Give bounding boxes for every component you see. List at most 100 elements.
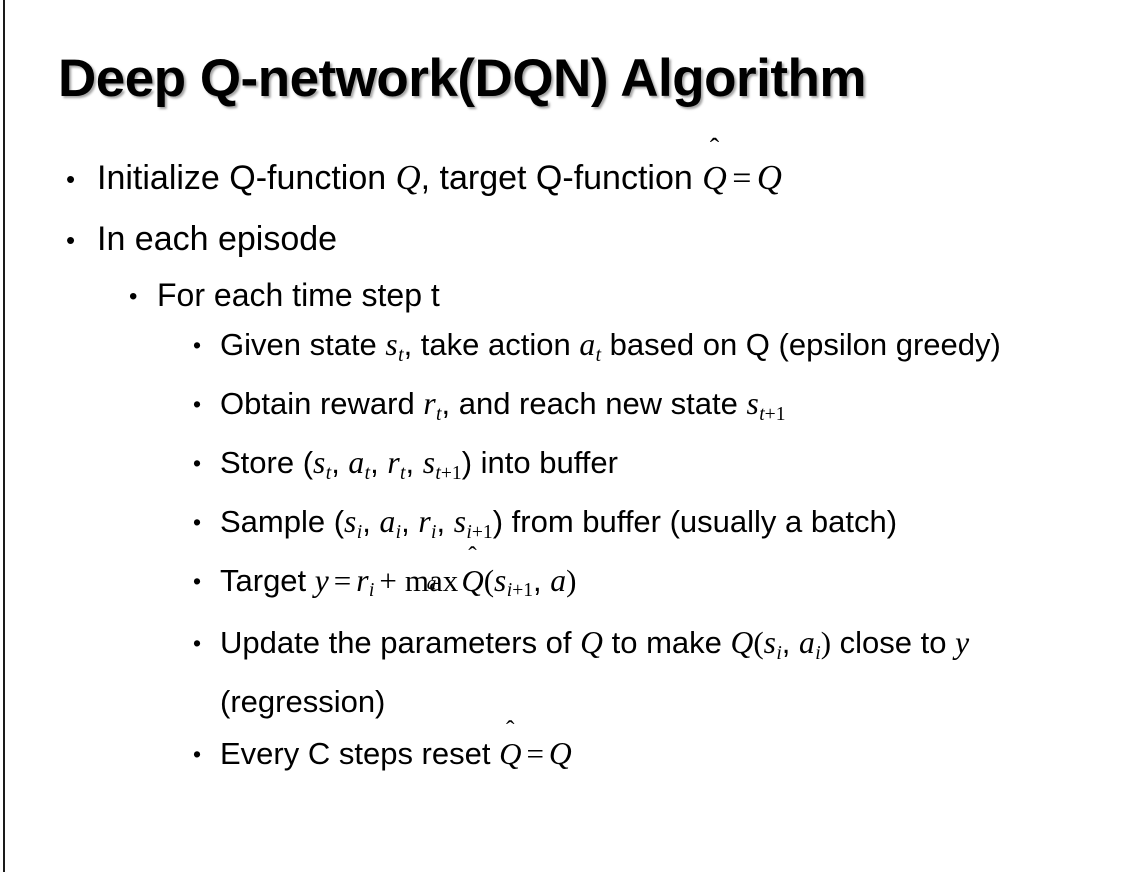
math-subscript-offset: +1	[440, 462, 462, 484]
bullet-target-equation-text: Target y=ri+maxâQ(si+1, a)	[220, 557, 1090, 616]
math-symbol: s	[763, 625, 776, 661]
math-q: Q	[548, 736, 572, 772]
bullet-marker-icon: •	[193, 390, 202, 417]
bullet-marker-icon: •	[193, 630, 202, 657]
math-subscript: t	[364, 462, 371, 484]
math-subscript: t	[325, 462, 332, 484]
bullet-obtain-reward-text: Obtain reward rt, and reach new state st…	[220, 380, 1090, 439]
math-tuple-r: rt	[387, 444, 405, 484]
math-symbol: a	[799, 625, 815, 661]
math-symbol: a	[579, 327, 596, 362]
page-title: Deep Q-network(DQN) Algorithm	[58, 49, 866, 108]
bullet-marker-icon: •	[129, 283, 138, 310]
math-q-base: Q	[499, 736, 522, 772]
bullet-initialize: • Initialize Q-function Q, target Q-func…	[0, 148, 1124, 209]
math-q-target: Q	[756, 158, 782, 197]
math-paren-close: )	[820, 625, 832, 661]
math-subscript: t	[595, 344, 602, 366]
bullet-marker-icon: •	[193, 567, 202, 594]
bullet-initialize-text: Initialize Q-function Q, target Q-functi…	[97, 148, 1094, 209]
math-q-hat: ̂Q	[702, 149, 727, 209]
bullet-marker-icon: •	[193, 449, 202, 476]
math-subscript-offset: +1	[471, 521, 493, 543]
math-symbol: s	[494, 562, 507, 598]
math-subscript: t+1	[435, 462, 462, 484]
math-paren-close: )	[566, 562, 577, 598]
math-subscript: i	[356, 521, 363, 543]
math-symbol: a	[348, 444, 365, 480]
bullet-sample-buffer-text: Sample (si, ai, ri, si+1) from buffer (u…	[220, 498, 1090, 557]
text-fragment: ) into buffer	[461, 444, 618, 480]
text-fragment: close to	[831, 625, 956, 661]
math-action-a: ai	[799, 625, 821, 664]
math-subscript-offset: +1	[764, 403, 786, 425]
math-q: Q	[580, 625, 603, 661]
math-q-applied: Q	[730, 625, 754, 661]
text-fragment: ,	[362, 503, 380, 539]
bullet-marker-icon: •	[193, 741, 202, 768]
math-reward-r: ri	[356, 563, 375, 602]
text-fragment: Store (	[220, 444, 314, 480]
math-max-label: max	[404, 562, 459, 598]
bullet-reset-target-network: • Every C steps reset ̂Q=Q	[0, 730, 1124, 778]
math-q-base: Q	[702, 160, 727, 197]
slide-body: • Initialize Q-function Q, target Q-func…	[0, 148, 1124, 778]
math-tuple-a: ai	[379, 503, 401, 543]
bullet-for-each-time-step-text: For each time step t	[157, 277, 440, 313]
bullet-store-buffer-text: Store (st, at, rt, st+1) into buffer	[220, 439, 1090, 498]
math-tuple-s-next: st+1	[423, 445, 462, 484]
text-fragment: , take action	[403, 327, 580, 362]
math-q: Q	[395, 158, 421, 197]
text-fragment: Sample (	[220, 503, 345, 539]
text-fragment: ,	[436, 503, 454, 539]
bullet-marker-icon: •	[193, 332, 202, 358]
text-fragment: ) from buffer (usually a batch)	[492, 503, 898, 539]
math-tuple-s-next: si+1	[453, 503, 493, 543]
math-y: y	[314, 562, 329, 598]
math-tuple-r: ri	[418, 504, 436, 543]
math-symbol: r	[423, 385, 436, 421]
math-action-a: a	[550, 562, 567, 598]
bullet-store-buffer: • Store (st, at, rt, st+1) into buffer	[0, 439, 1124, 498]
math-symbol: a	[379, 503, 396, 539]
text-fragment: ,	[405, 444, 423, 480]
bullet-in-each-episode: • In each episode	[0, 209, 1124, 269]
text-fragment: to make	[602, 625, 731, 661]
text-fragment: ,	[401, 503, 419, 539]
bullet-target-equation: • Target y=ri+maxâQ(si+1, a)	[0, 557, 1124, 616]
bullet-update-parameters: • Update the parameters of Q to make Q(s…	[0, 619, 1124, 726]
bullet-in-each-episode-text: In each episode	[97, 220, 338, 258]
math-symbol: s	[746, 385, 759, 421]
bullet-given-state: • Given state st, take action at based o…	[0, 321, 1124, 380]
math-subscript: i	[815, 643, 821, 665]
text-fragment: Every C steps reset	[220, 736, 500, 772]
text-fragment: Target	[220, 562, 315, 598]
math-tuple-s: si	[344, 503, 362, 543]
math-symbol: r	[387, 444, 400, 480]
bullet-reset-target-network-text: Every C steps reset ̂Q=Q	[220, 730, 1090, 778]
math-subscript: i	[368, 580, 375, 602]
math-equals: =	[526, 736, 544, 772]
math-tuple-a: at	[348, 444, 370, 484]
math-subscript: t	[400, 462, 406, 484]
math-subscript-var: i	[466, 521, 472, 543]
text-fragment: , and reach new state	[441, 385, 747, 421]
text-fragment: ,	[533, 562, 551, 598]
math-reward-r: rt	[423, 385, 441, 425]
math-symbol: s	[385, 327, 398, 362]
text-fragment: ,	[331, 444, 349, 480]
math-state-next: si+1	[494, 562, 533, 602]
math-subscript: i	[431, 521, 437, 543]
bullet-marker-icon: •	[66, 225, 76, 255]
math-symbol: s	[313, 444, 326, 480]
math-next-state: st+1	[746, 385, 786, 425]
math-symbol: s	[344, 503, 357, 539]
text-fragment: ,	[781, 625, 800, 661]
slide-left-border	[3, 0, 5, 872]
math-symbol: s	[453, 503, 467, 539]
bullet-for-each-time-step: • For each time step t	[0, 269, 1124, 321]
text-fragment: Given state	[220, 327, 386, 362]
math-subscript: i+1	[506, 580, 533, 601]
